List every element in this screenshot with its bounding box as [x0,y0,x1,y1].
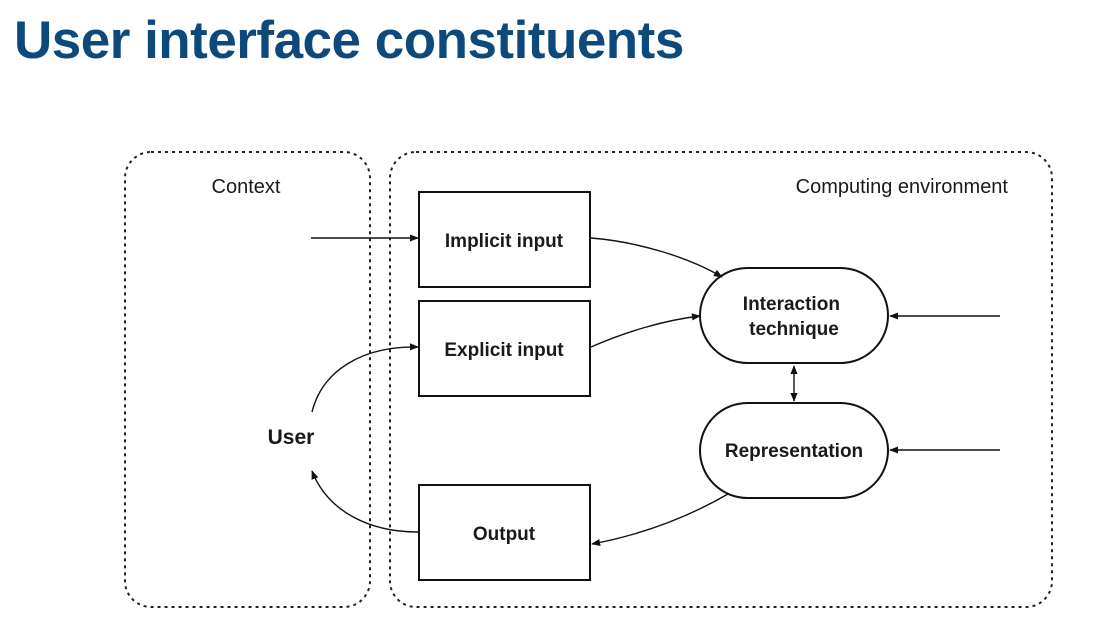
interaction-technique-label: Interaction technique [743,294,845,340]
interaction-technique-line-2: technique [749,319,839,340]
output-label: Output [473,524,536,545]
implicit-input-box [418,191,591,288]
representation-to-output-arrow [591,493,729,547]
interaction-technique-node [699,267,889,364]
explicit-input-label: Explicit input [444,340,564,361]
output-to-user-arrow [311,470,419,533]
explicit-input-to-interaction-arrow [590,313,701,348]
user-label: User [268,426,315,449]
computing-environment-label: Computing environment [796,176,1009,198]
interaction-technique-line-1: Interaction [743,294,840,315]
slide-title: User interface constituents [14,11,684,70]
computing-environment-region [389,151,1053,608]
context-label: Context [212,176,281,198]
representation-label: Representation [725,441,863,462]
context-region [124,151,371,608]
implicit-input-to-interaction-arrow [590,237,723,278]
explicit-input-box [418,300,591,397]
implicit-input-label: Implicit input [445,231,564,252]
user-to-explicit-input-arrow [311,343,419,413]
representation-node [699,402,889,499]
output-box [418,484,591,581]
